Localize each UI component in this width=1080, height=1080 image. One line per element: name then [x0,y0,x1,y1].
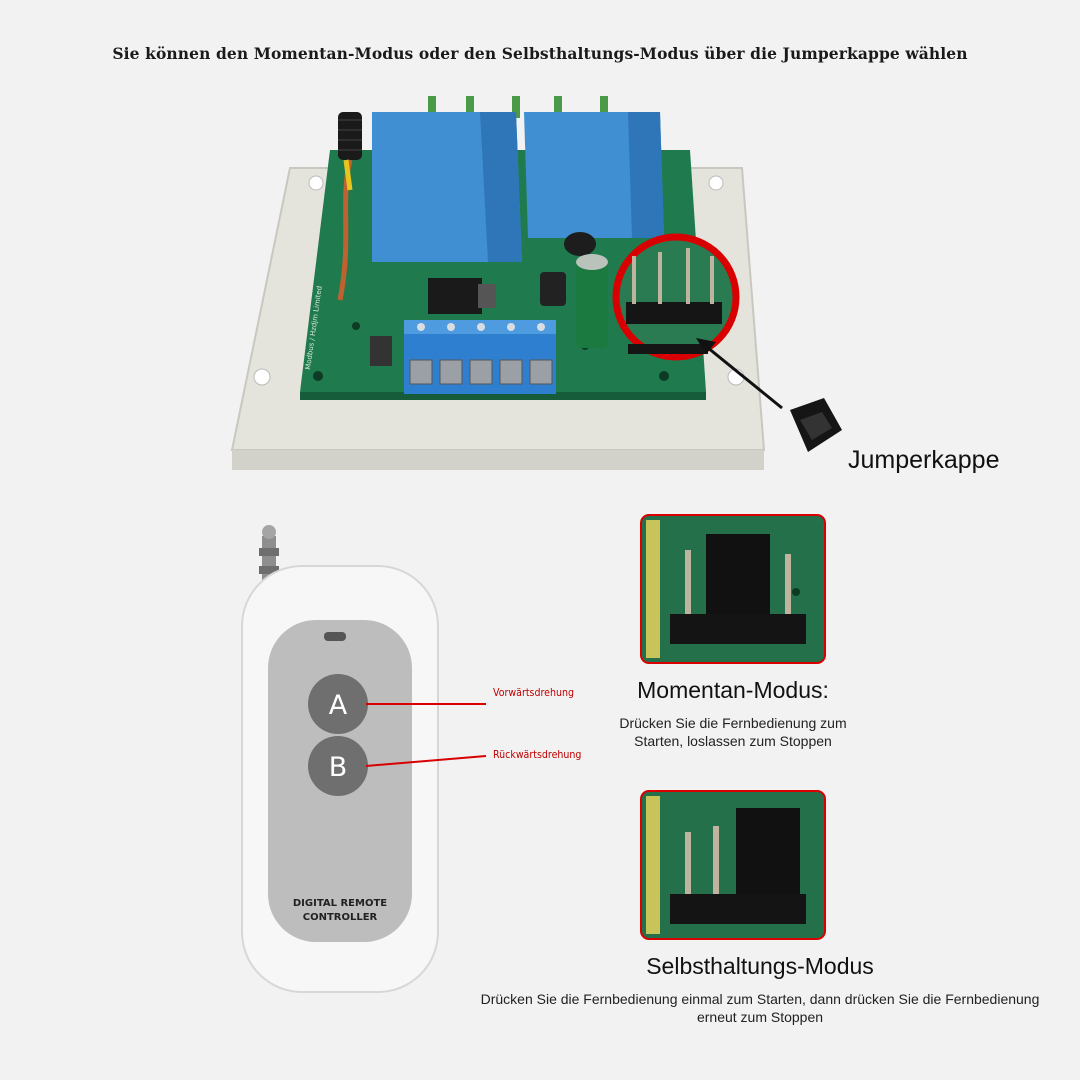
remote-button-a[interactable] [308,674,368,734]
remote-control: A B DIGITAL REMOTE CONTROLLER [241,525,439,993]
momentan-mode-desc-1: Drücken Sie die Fernbedienung zum [619,715,847,731]
jumper-cap-icon [790,398,842,452]
momentan-mode-title: Momentan-Modus: [637,677,829,703]
relay-2 [524,96,664,238]
remote-button-b-label: B [329,752,348,783]
remote-button-b[interactable] [308,736,368,796]
relay-1 [372,96,522,262]
remote-label-line1: DIGITAL REMOTE [293,898,387,909]
pointer-arrow [696,338,783,410]
jumper-highlight-circle [612,233,740,361]
selbsthaltung-mode-photo [640,790,826,940]
jumper-label: Jumperkappe [848,446,1000,474]
selbsthaltung-mode-desc-1: Drücken Sie die Fernbedienung einmal zum… [480,991,1040,1007]
callout-line-b [365,755,487,767]
button-a-action: Vorwärtsdrehung [493,686,574,699]
headline: Sie können den Momentan-Modus oder den S… [112,44,968,63]
momentan-mode-photo [640,514,826,664]
board-components [370,232,608,366]
selbsthaltung-mode-title: Selbsthaltungs-Modus [646,953,874,979]
button-b-action: Rückwärtsdrehung [493,748,582,761]
terminal-block [404,320,556,394]
remote-label-line2: CONTROLLER [303,912,378,923]
remote-button-a-label: A [329,690,348,721]
callout-lines [365,703,487,767]
led-indicator [324,632,346,641]
antenna-coil [337,112,362,301]
selbsthaltung-mode-desc-2: erneut zum Stoppen [696,1009,824,1025]
momentan-mode-desc-2: Starten, loslassen zum Stoppen [634,733,832,749]
